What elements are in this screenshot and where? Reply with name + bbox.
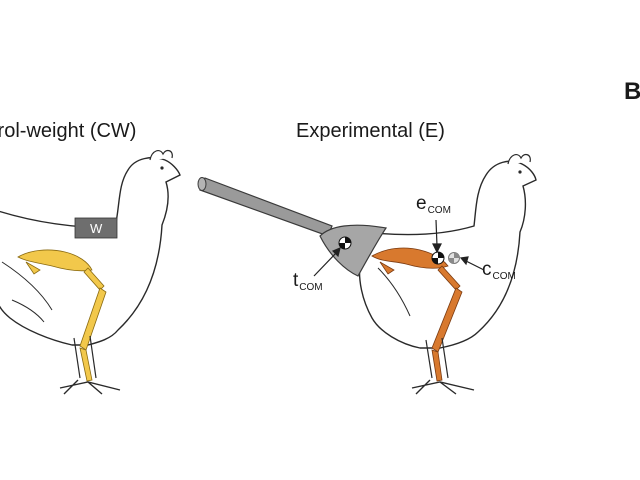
t-com-marker xyxy=(338,236,352,250)
t-com-label: tCOM xyxy=(293,270,323,293)
t-com-label-sub: COM xyxy=(299,282,323,293)
com-arrows xyxy=(313,219,485,277)
control-leg-outline xyxy=(73,335,97,379)
experimental-chicken-eye xyxy=(518,170,522,174)
control-tail-vertebrae xyxy=(25,261,41,275)
experimental-foot xyxy=(411,379,475,395)
tail-device-rod-end xyxy=(197,177,207,191)
experimental-chicken xyxy=(197,153,537,395)
e-com-label-sub: COM xyxy=(427,205,451,216)
tail-device-cone xyxy=(319,224,388,277)
c-com-label: cCOM xyxy=(482,259,516,282)
weight-label: W xyxy=(90,221,103,236)
c-com-arrow xyxy=(465,260,485,271)
e-com-label-main: e xyxy=(416,193,427,214)
t-com-arrow xyxy=(313,251,338,277)
control-chicken-wing xyxy=(1,261,53,323)
control-chicken xyxy=(0,149,181,395)
control-tarsometatarsus xyxy=(79,347,93,382)
c-com-label-main: c xyxy=(482,259,492,280)
experimental-chicken-wing xyxy=(377,267,411,317)
control-pelvis xyxy=(17,249,93,272)
experimental-tarsometatarsus xyxy=(431,349,443,382)
c-com-label-sub: COM xyxy=(492,271,516,282)
experimental-chicken-body-outline xyxy=(358,160,537,349)
control-foot xyxy=(59,379,121,395)
control-chicken-comb xyxy=(149,149,173,161)
e-com-label: eCOM xyxy=(416,193,451,216)
experimental-chicken-comb xyxy=(507,153,531,165)
experimental-tail-vertebrae xyxy=(379,261,395,275)
control-chicken-eye xyxy=(160,166,164,170)
e-com-marker xyxy=(431,251,445,265)
e-com-arrow xyxy=(435,219,438,247)
experimental-group-title: Experimental (E) xyxy=(296,120,445,142)
control-weight xyxy=(74,217,118,239)
experimental-pelvis xyxy=(371,247,449,269)
c-com-marker xyxy=(448,252,460,264)
control-chicken-body-outline xyxy=(0,157,181,346)
panel-letter: B xyxy=(624,78,640,105)
experimental-leg-outline xyxy=(425,337,449,379)
tail-device-rod xyxy=(199,177,333,237)
control-weight-group-title: trol-weight (CW) xyxy=(0,120,137,142)
t-com-label-main: t xyxy=(293,270,299,291)
